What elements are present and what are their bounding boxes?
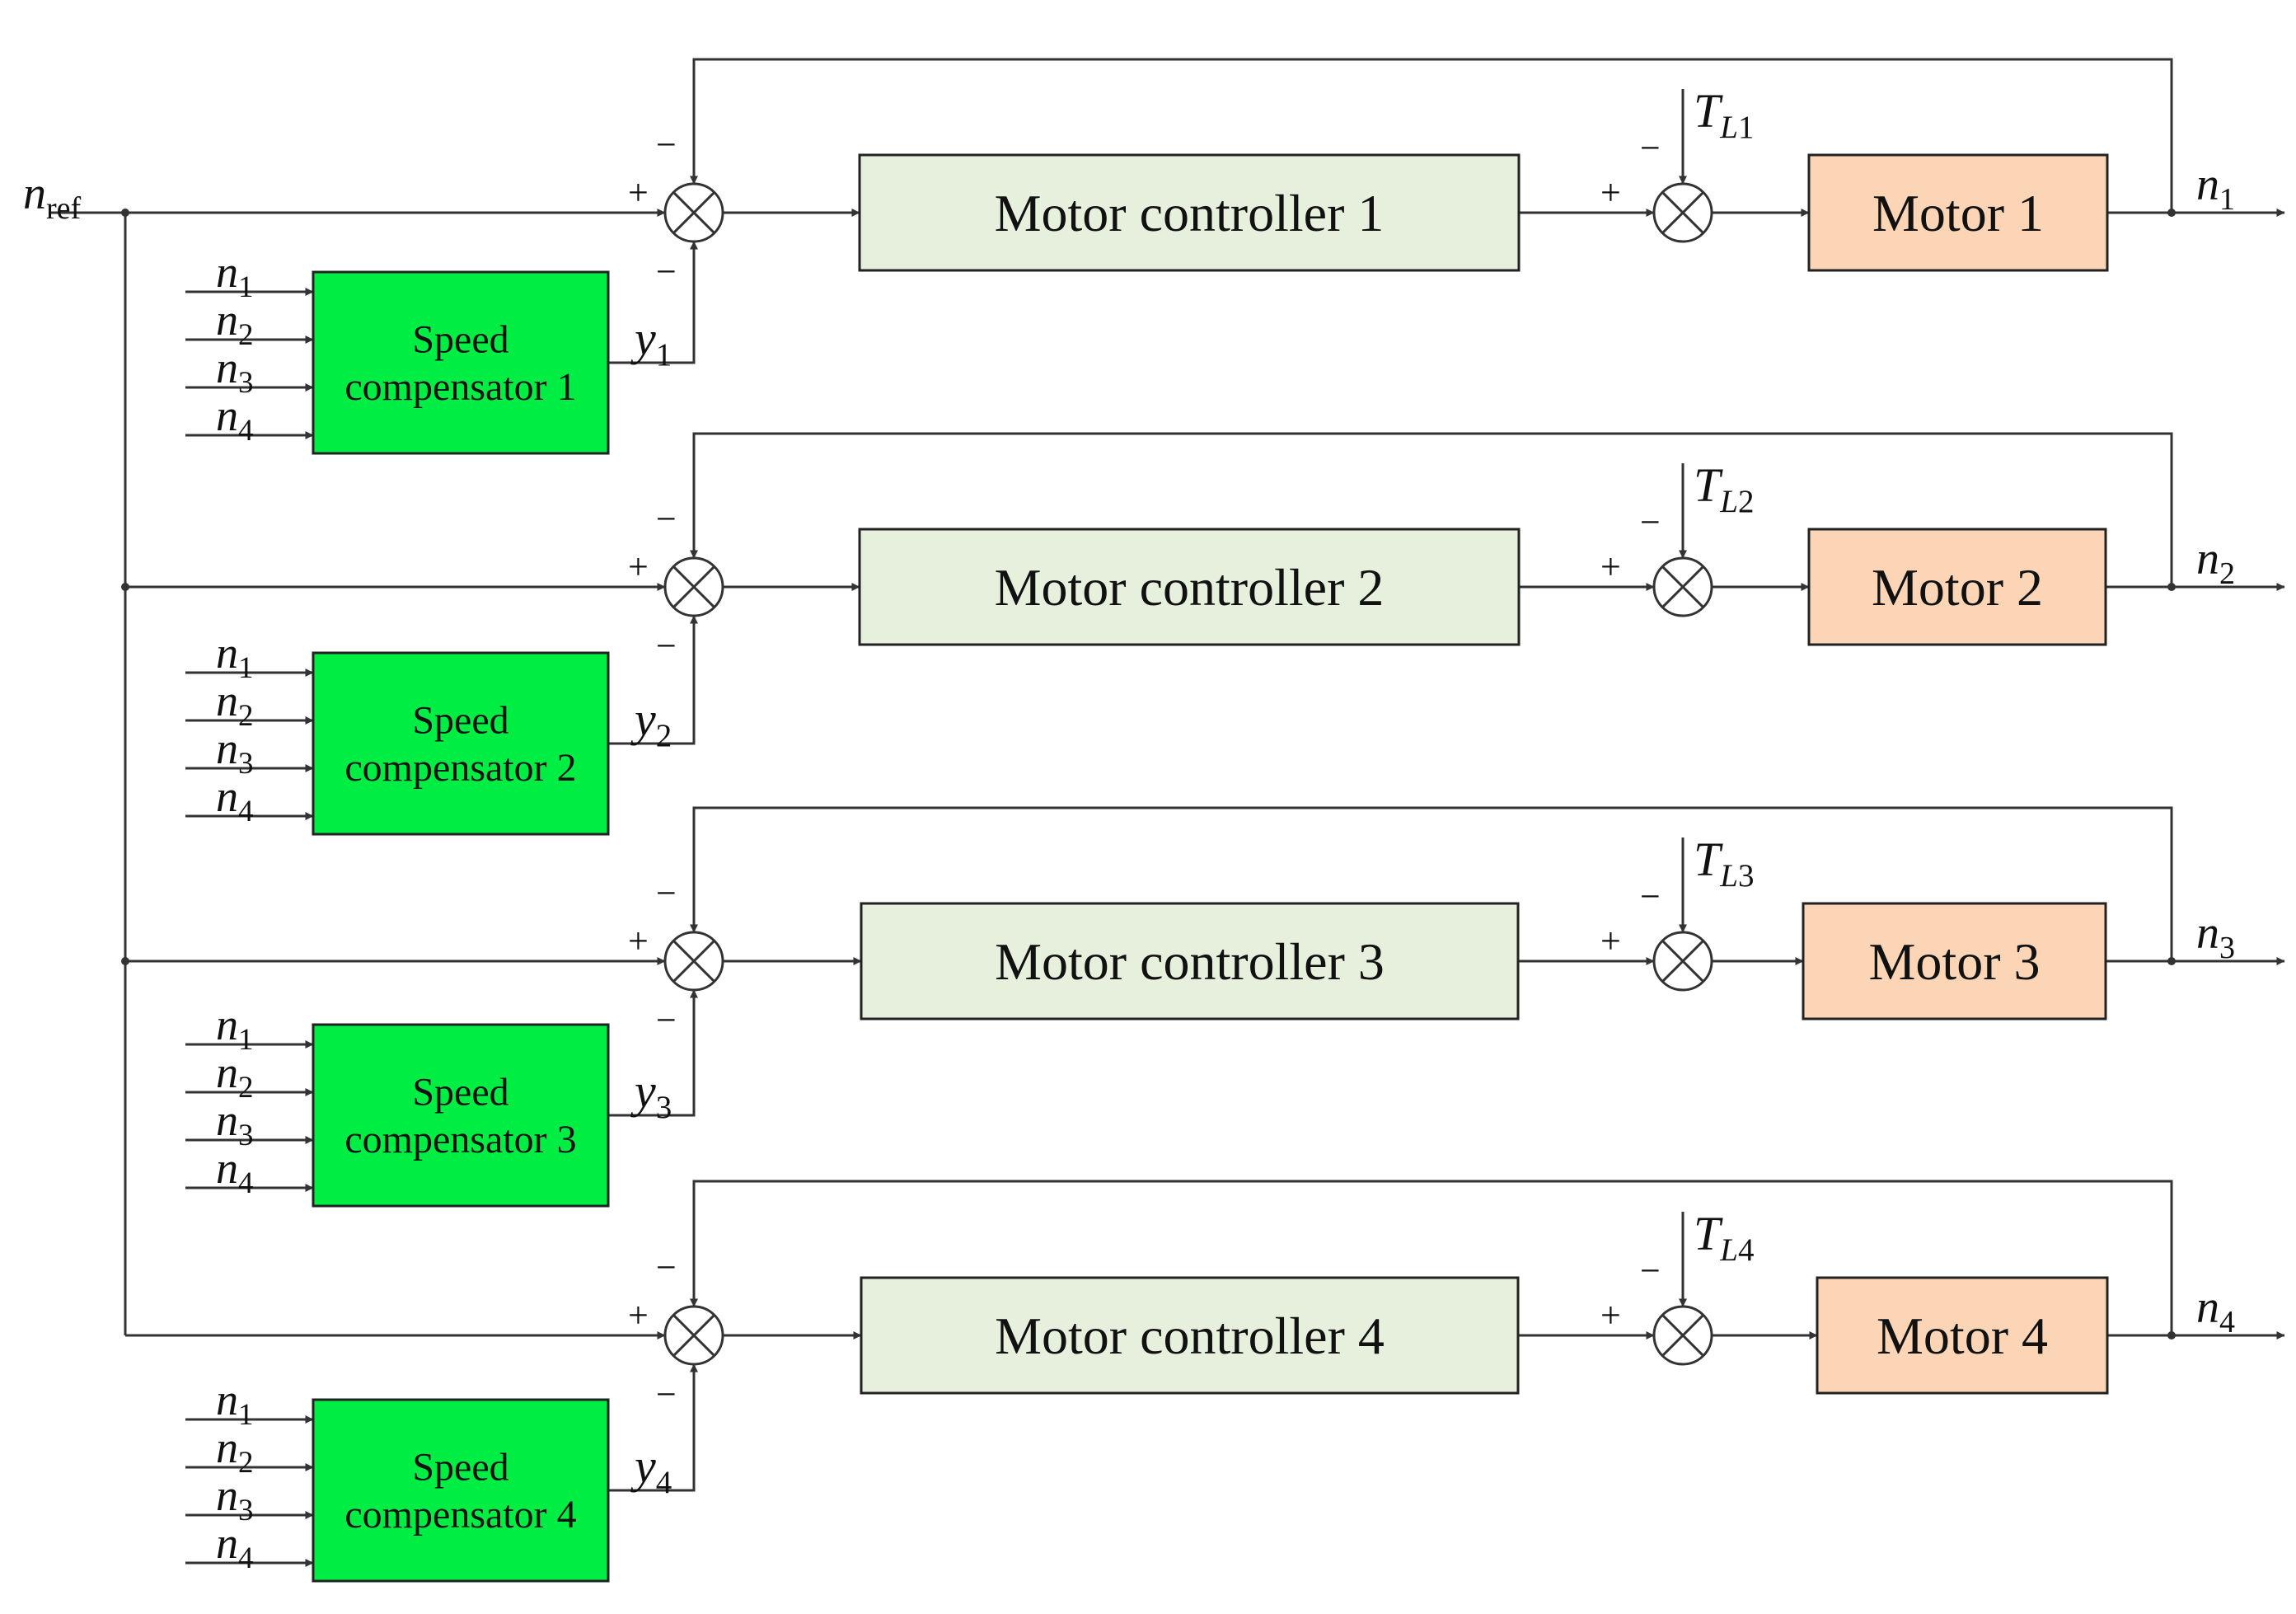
speed-compensator-2-label: compensator 2 bbox=[344, 746, 576, 790]
minus-sign: − bbox=[656, 124, 677, 165]
speed-compensator-1-label: Speed bbox=[412, 318, 508, 362]
plus-sign: + bbox=[1600, 547, 1621, 587]
load-summing-junction-4-cross bbox=[1661, 1314, 1704, 1357]
motor-controller-3 bbox=[860, 902, 1520, 1020]
load-summing-junction-3-cross bbox=[1661, 940, 1704, 983]
compensator-input-label: n4 bbox=[216, 1518, 254, 1575]
summing-junction-2-cross bbox=[672, 565, 715, 608]
compensator-output-label-3: y3 bbox=[630, 1064, 672, 1125]
speed-compensator-3-label: Speed bbox=[412, 1071, 508, 1114]
compensator-output-label-4: y4 bbox=[630, 1439, 672, 1500]
minus-sign: − bbox=[1640, 876, 1661, 917]
motor-controller-2 bbox=[858, 528, 1521, 646]
summing-junction-4-cross bbox=[672, 1314, 715, 1357]
load-summing-junction-2-cross bbox=[1661, 565, 1704, 608]
minus-sign: − bbox=[656, 251, 677, 292]
plus-sign: + bbox=[628, 172, 649, 213]
load-summing-junction-1-cross bbox=[1661, 191, 1704, 234]
minus-sign: − bbox=[656, 1374, 677, 1415]
speed-compensator-3-label: compensator 3 bbox=[344, 1118, 576, 1161]
motor-speed-label-3: n3 bbox=[2196, 908, 2235, 965]
compensator-input-label: n1 bbox=[216, 247, 254, 304]
compensator-output-label-2: y2 bbox=[630, 692, 672, 753]
plus-sign: + bbox=[1600, 1295, 1621, 1335]
compensator-input-label: n2 bbox=[216, 295, 254, 352]
motor-4 bbox=[1816, 1276, 2109, 1395]
speed-compensator-3 bbox=[312, 1023, 610, 1208]
compensator-input-label: n3 bbox=[216, 343, 254, 400]
speed-compensator-1-label: compensator 1 bbox=[344, 365, 576, 409]
compensator-output-label-1: y1 bbox=[630, 312, 672, 373]
minus-sign: − bbox=[656, 873, 677, 913]
speed-compensator-2 bbox=[312, 651, 610, 836]
motor-controller-3-label: Motor controller 3 bbox=[995, 932, 1385, 991]
load-torque-label-2: TL2 bbox=[1694, 458, 1754, 519]
motor-2 bbox=[1807, 528, 2107, 646]
motor-controller-1-label: Motor controller 1 bbox=[995, 184, 1385, 242]
motor-speed-label-2: n2 bbox=[2196, 533, 2235, 591]
compensator-input-label: n2 bbox=[216, 676, 254, 733]
compensator-input-label: n2 bbox=[216, 1423, 254, 1480]
motor-controller-2-label: Motor controller 2 bbox=[995, 558, 1385, 617]
compensator-input-label: n3 bbox=[216, 1096, 254, 1152]
compensator-output-4 bbox=[608, 1363, 698, 1492]
compensator-input-label: n1 bbox=[216, 1000, 254, 1057]
compensator-output-3 bbox=[608, 989, 698, 1117]
motor-4-label: Motor 4 bbox=[1877, 1307, 2048, 1365]
compensator-input-label: n3 bbox=[216, 724, 254, 781]
minus-sign: − bbox=[656, 1000, 677, 1040]
minus-sign: − bbox=[1640, 128, 1661, 168]
compensator-input-label: n1 bbox=[216, 628, 254, 685]
speed-compensator-4-label: compensator 4 bbox=[344, 1493, 576, 1537]
speed-compensator-1 bbox=[312, 270, 610, 455]
load-torque-label-4: TL4 bbox=[1694, 1207, 1754, 1268]
motor-controller-1 bbox=[858, 153, 1521, 272]
summing-junction-1-cross bbox=[672, 191, 715, 234]
plus-sign: + bbox=[628, 547, 649, 587]
compensator-output-2 bbox=[608, 615, 698, 745]
motor-controller-4 bbox=[860, 1276, 1520, 1395]
compensator-input-label: n4 bbox=[216, 391, 254, 448]
reference-bus bbox=[49, 211, 127, 1335]
motor-1 bbox=[1807, 153, 2109, 272]
feedback-loop-4 bbox=[690, 1180, 2173, 1335]
speed-compensator-2-label: Speed bbox=[412, 699, 508, 743]
plus-sign: + bbox=[628, 1295, 649, 1335]
compensator-input-label: n2 bbox=[216, 1048, 254, 1105]
motor-speed-label-4: n4 bbox=[2196, 1282, 2235, 1340]
plus-sign: + bbox=[628, 921, 649, 961]
speed-compensator-4 bbox=[312, 1398, 610, 1583]
motor-1-label: Motor 1 bbox=[1872, 184, 2044, 242]
plus-sign: + bbox=[1600, 172, 1621, 213]
motor-speed-label-1: n1 bbox=[2196, 159, 2235, 217]
motor-controller-4-label: Motor controller 4 bbox=[995, 1307, 1385, 1365]
load-torque-label-3: TL3 bbox=[1694, 833, 1754, 894]
speed-compensator-4-label: Speed bbox=[412, 1446, 508, 1490]
motor-3 bbox=[1802, 902, 2107, 1020]
signal-wires bbox=[49, 58, 2285, 1567]
motor-3-label: Motor 3 bbox=[1869, 932, 2041, 991]
load-torque-label-1: TL1 bbox=[1694, 84, 1754, 145]
motor-2-label: Motor 2 bbox=[1872, 558, 2043, 617]
minus-sign: − bbox=[1640, 1250, 1661, 1291]
plus-sign: + bbox=[1600, 921, 1621, 961]
minus-sign: − bbox=[1640, 502, 1661, 542]
reference-speed-label: nref bbox=[23, 168, 82, 226]
summing-junction-3-cross bbox=[672, 940, 715, 983]
compensator-input-label: n1 bbox=[216, 1375, 254, 1432]
compensator-input-label: n3 bbox=[216, 1471, 254, 1527]
compensator-input-label: n4 bbox=[216, 1143, 254, 1200]
minus-sign: − bbox=[656, 626, 677, 666]
feedback-loop-2 bbox=[690, 432, 2173, 587]
feedback-loop-3 bbox=[690, 806, 2173, 961]
compensator-input-label: n4 bbox=[216, 772, 254, 828]
compensator-output-1 bbox=[608, 241, 698, 364]
minus-sign: − bbox=[656, 1247, 677, 1288]
minus-sign: − bbox=[656, 499, 677, 539]
feedback-loop-1 bbox=[690, 58, 2173, 213]
